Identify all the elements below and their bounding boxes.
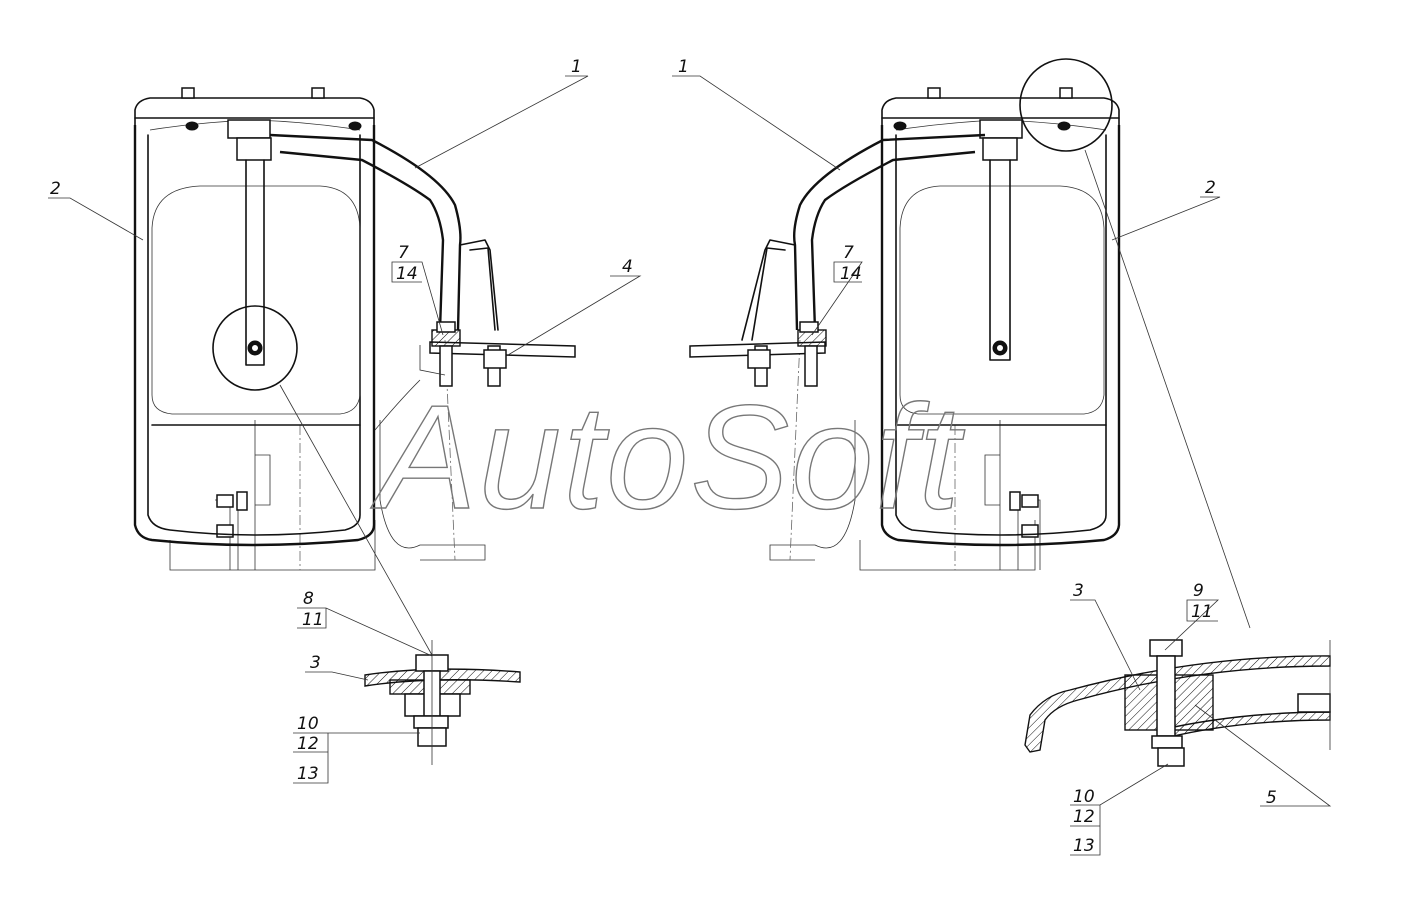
left-callout-part-2: 2 <box>50 179 61 199</box>
right-section-detail <box>1024 639 1331 767</box>
right-callout-part-14: 14 <box>840 264 862 284</box>
right-adjustment-rod <box>979 119 1023 361</box>
left-leaders <box>48 75 642 784</box>
left-callout-part-12: 12 <box>297 734 319 754</box>
right-mirror-view: 1 2 7 14 3 9 11 5 10 12 13 <box>672 57 1332 856</box>
left-callout-part-4: 4 <box>622 257 633 277</box>
left-callout-part-11: 11 <box>302 610 324 630</box>
left-mounting-plate <box>419 321 576 387</box>
right-callout-part-1: 1 <box>678 57 689 77</box>
left-callout-part-14: 14 <box>396 264 418 284</box>
right-leaders <box>672 75 1332 856</box>
left-mirror-housing <box>133 87 376 547</box>
left-callout-part-7: 7 <box>398 243 409 263</box>
left-callout-part-10: 10 <box>297 714 319 734</box>
left-callout-part-1: 1 <box>571 57 582 77</box>
right-callout-part-10: 10 <box>1073 787 1095 807</box>
right-mounting-plate <box>689 321 827 387</box>
right-callout-part-5: 5 <box>1266 788 1277 808</box>
right-callout-part-2: 2 <box>1205 178 1216 198</box>
right-mirror-housing <box>880 87 1121 547</box>
right-detail-circle <box>1019 58 1113 152</box>
right-bracket-arm <box>741 133 986 341</box>
left-callout-part-8: 8 <box>303 589 314 609</box>
left-section-detail <box>364 640 521 765</box>
right-callout-part-7: 7 <box>843 243 854 263</box>
left-callout-part-13: 13 <box>297 764 319 784</box>
right-callout-part-11: 11 <box>1191 602 1213 622</box>
right-callout-part-12: 12 <box>1073 807 1095 827</box>
left-mirror-view: 1 2 7 14 4 8 11 3 10 12 13 <box>48 57 642 784</box>
watermark: AutoSoft <box>370 375 966 540</box>
right-callout-part-13: 13 <box>1073 836 1095 856</box>
left-bracket-arm <box>269 133 499 331</box>
left-callout-part-3: 3 <box>310 653 321 673</box>
left-detail-circle <box>212 305 298 391</box>
left-adjustment-rod <box>227 119 272 366</box>
right-callout-part-9: 9 <box>1193 581 1204 601</box>
right-callout-part-3: 3 <box>1073 581 1084 601</box>
